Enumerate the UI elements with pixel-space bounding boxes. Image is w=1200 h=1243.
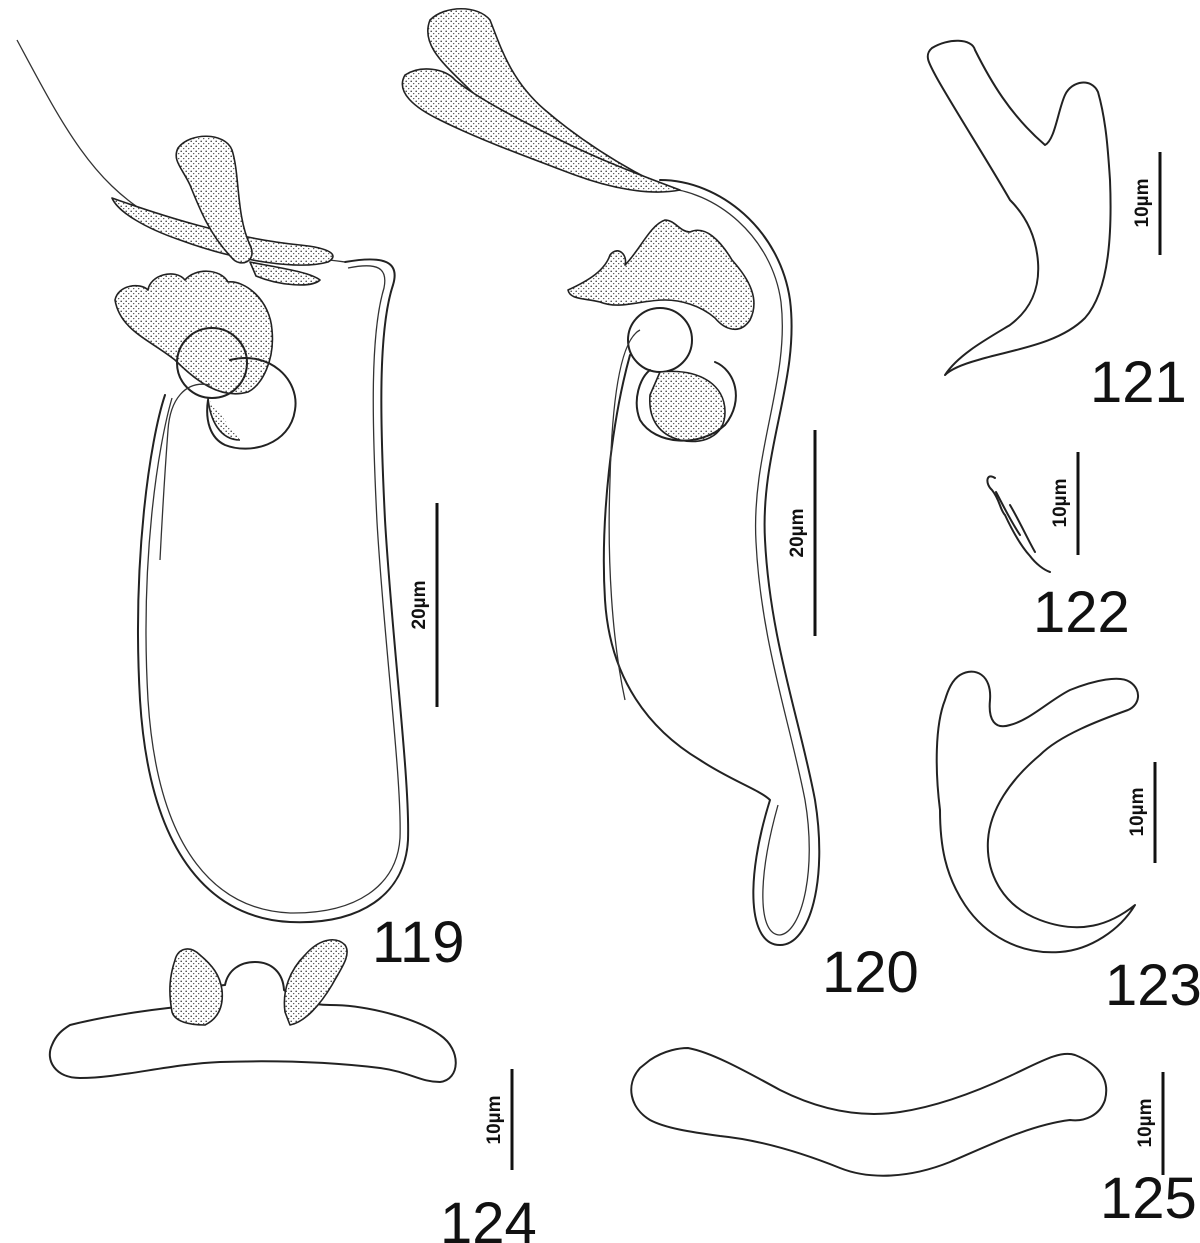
figure-label-124: 124 [440, 1191, 537, 1243]
figure-125-bar [630, 1047, 1108, 1177]
figure-label-122: 122 [1033, 580, 1130, 645]
figure-121-anchor [926, 39, 1112, 376]
scale-label-119: 20µm [409, 581, 430, 630]
figure-122-hook [986, 475, 1051, 573]
figure-124-bar [48, 939, 457, 1083]
figure-120-drawing [401, 8, 821, 946]
figure-119-drawing [16, 39, 410, 924]
figure-label-123: 123 [1105, 953, 1200, 1018]
figure-123-anchor [935, 670, 1139, 954]
figure-label-120: 120 [822, 940, 919, 1005]
scale-label-121: 10µm [1132, 179, 1153, 228]
scale-label-124: 10µm [484, 1096, 505, 1145]
figure-label-125: 125 [1100, 1166, 1197, 1231]
scale-label-125: 10µm [1135, 1099, 1156, 1148]
scale-label-122: 10µm [1050, 479, 1071, 528]
scale-label-120: 20µm [787, 509, 808, 558]
figure-label-121: 121 [1090, 350, 1187, 415]
figure-label-119: 119 [372, 910, 464, 975]
scale-label-123: 10µm [1127, 788, 1148, 837]
